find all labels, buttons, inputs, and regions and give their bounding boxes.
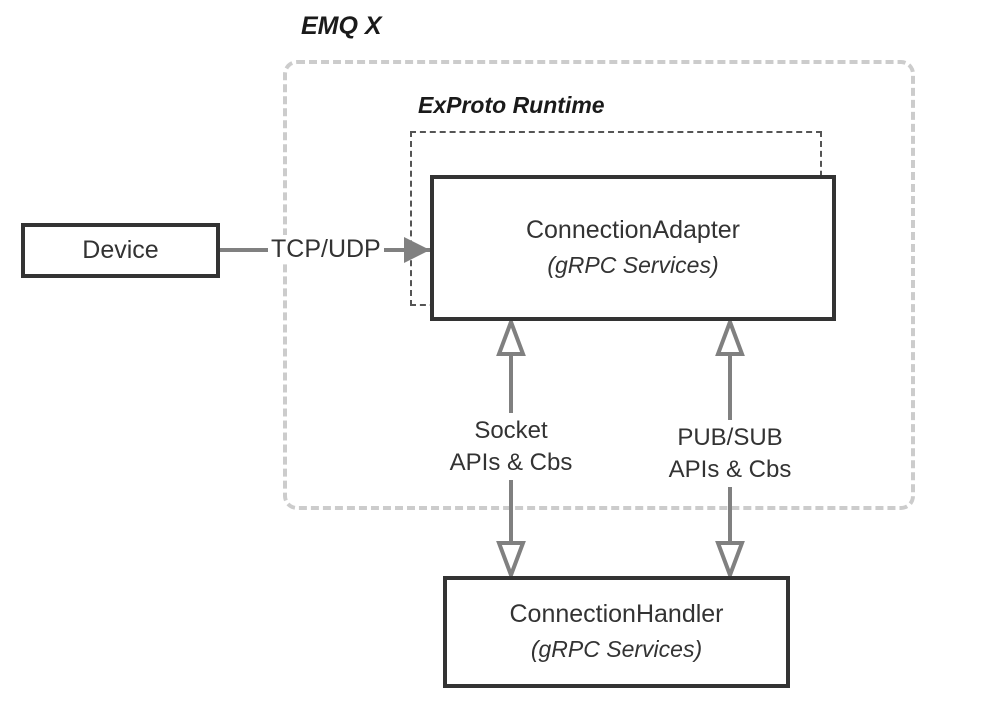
node-connection-adapter-title: ConnectionAdapter	[525, 216, 741, 245]
arrowhead-right-icon	[404, 237, 430, 263]
edge-label-pubsub-line1: PUB/SUB	[677, 424, 783, 451]
edge-label-pubsub-apis: PUB/SUB APIs & Cbs	[660, 420, 800, 488]
node-device: Device	[21, 223, 220, 278]
group-label-exproto: ExProto Runtime	[418, 92, 605, 118]
edge-label-pubsub-line2: APIs & Cbs	[668, 455, 792, 483]
edge-label-socket-line2: APIs & Cbs	[449, 448, 573, 476]
node-connection-adapter-subtitle: (gRPC Services)	[547, 251, 719, 278]
node-connection-adapter: ConnectionAdapter (gRPC Services)	[430, 175, 836, 321]
group-boundary-emqx	[283, 60, 915, 510]
node-connection-handler: ConnectionHandler (gRPC Services)	[443, 576, 790, 688]
node-connection-handler-title: ConnectionHandler	[509, 600, 724, 629]
node-connection-handler-subtitle: (gRPC Services)	[530, 635, 703, 662]
group-label-emqx: EMQ X	[301, 12, 382, 40]
edge-label-socket-apis: Socket APIs & Cbs	[441, 413, 581, 481]
edge-label-tcp-udp: TCP/UDP	[268, 235, 384, 264]
node-device-title: Device	[82, 235, 159, 264]
edge-label-socket-line1: Socket	[474, 417, 548, 444]
